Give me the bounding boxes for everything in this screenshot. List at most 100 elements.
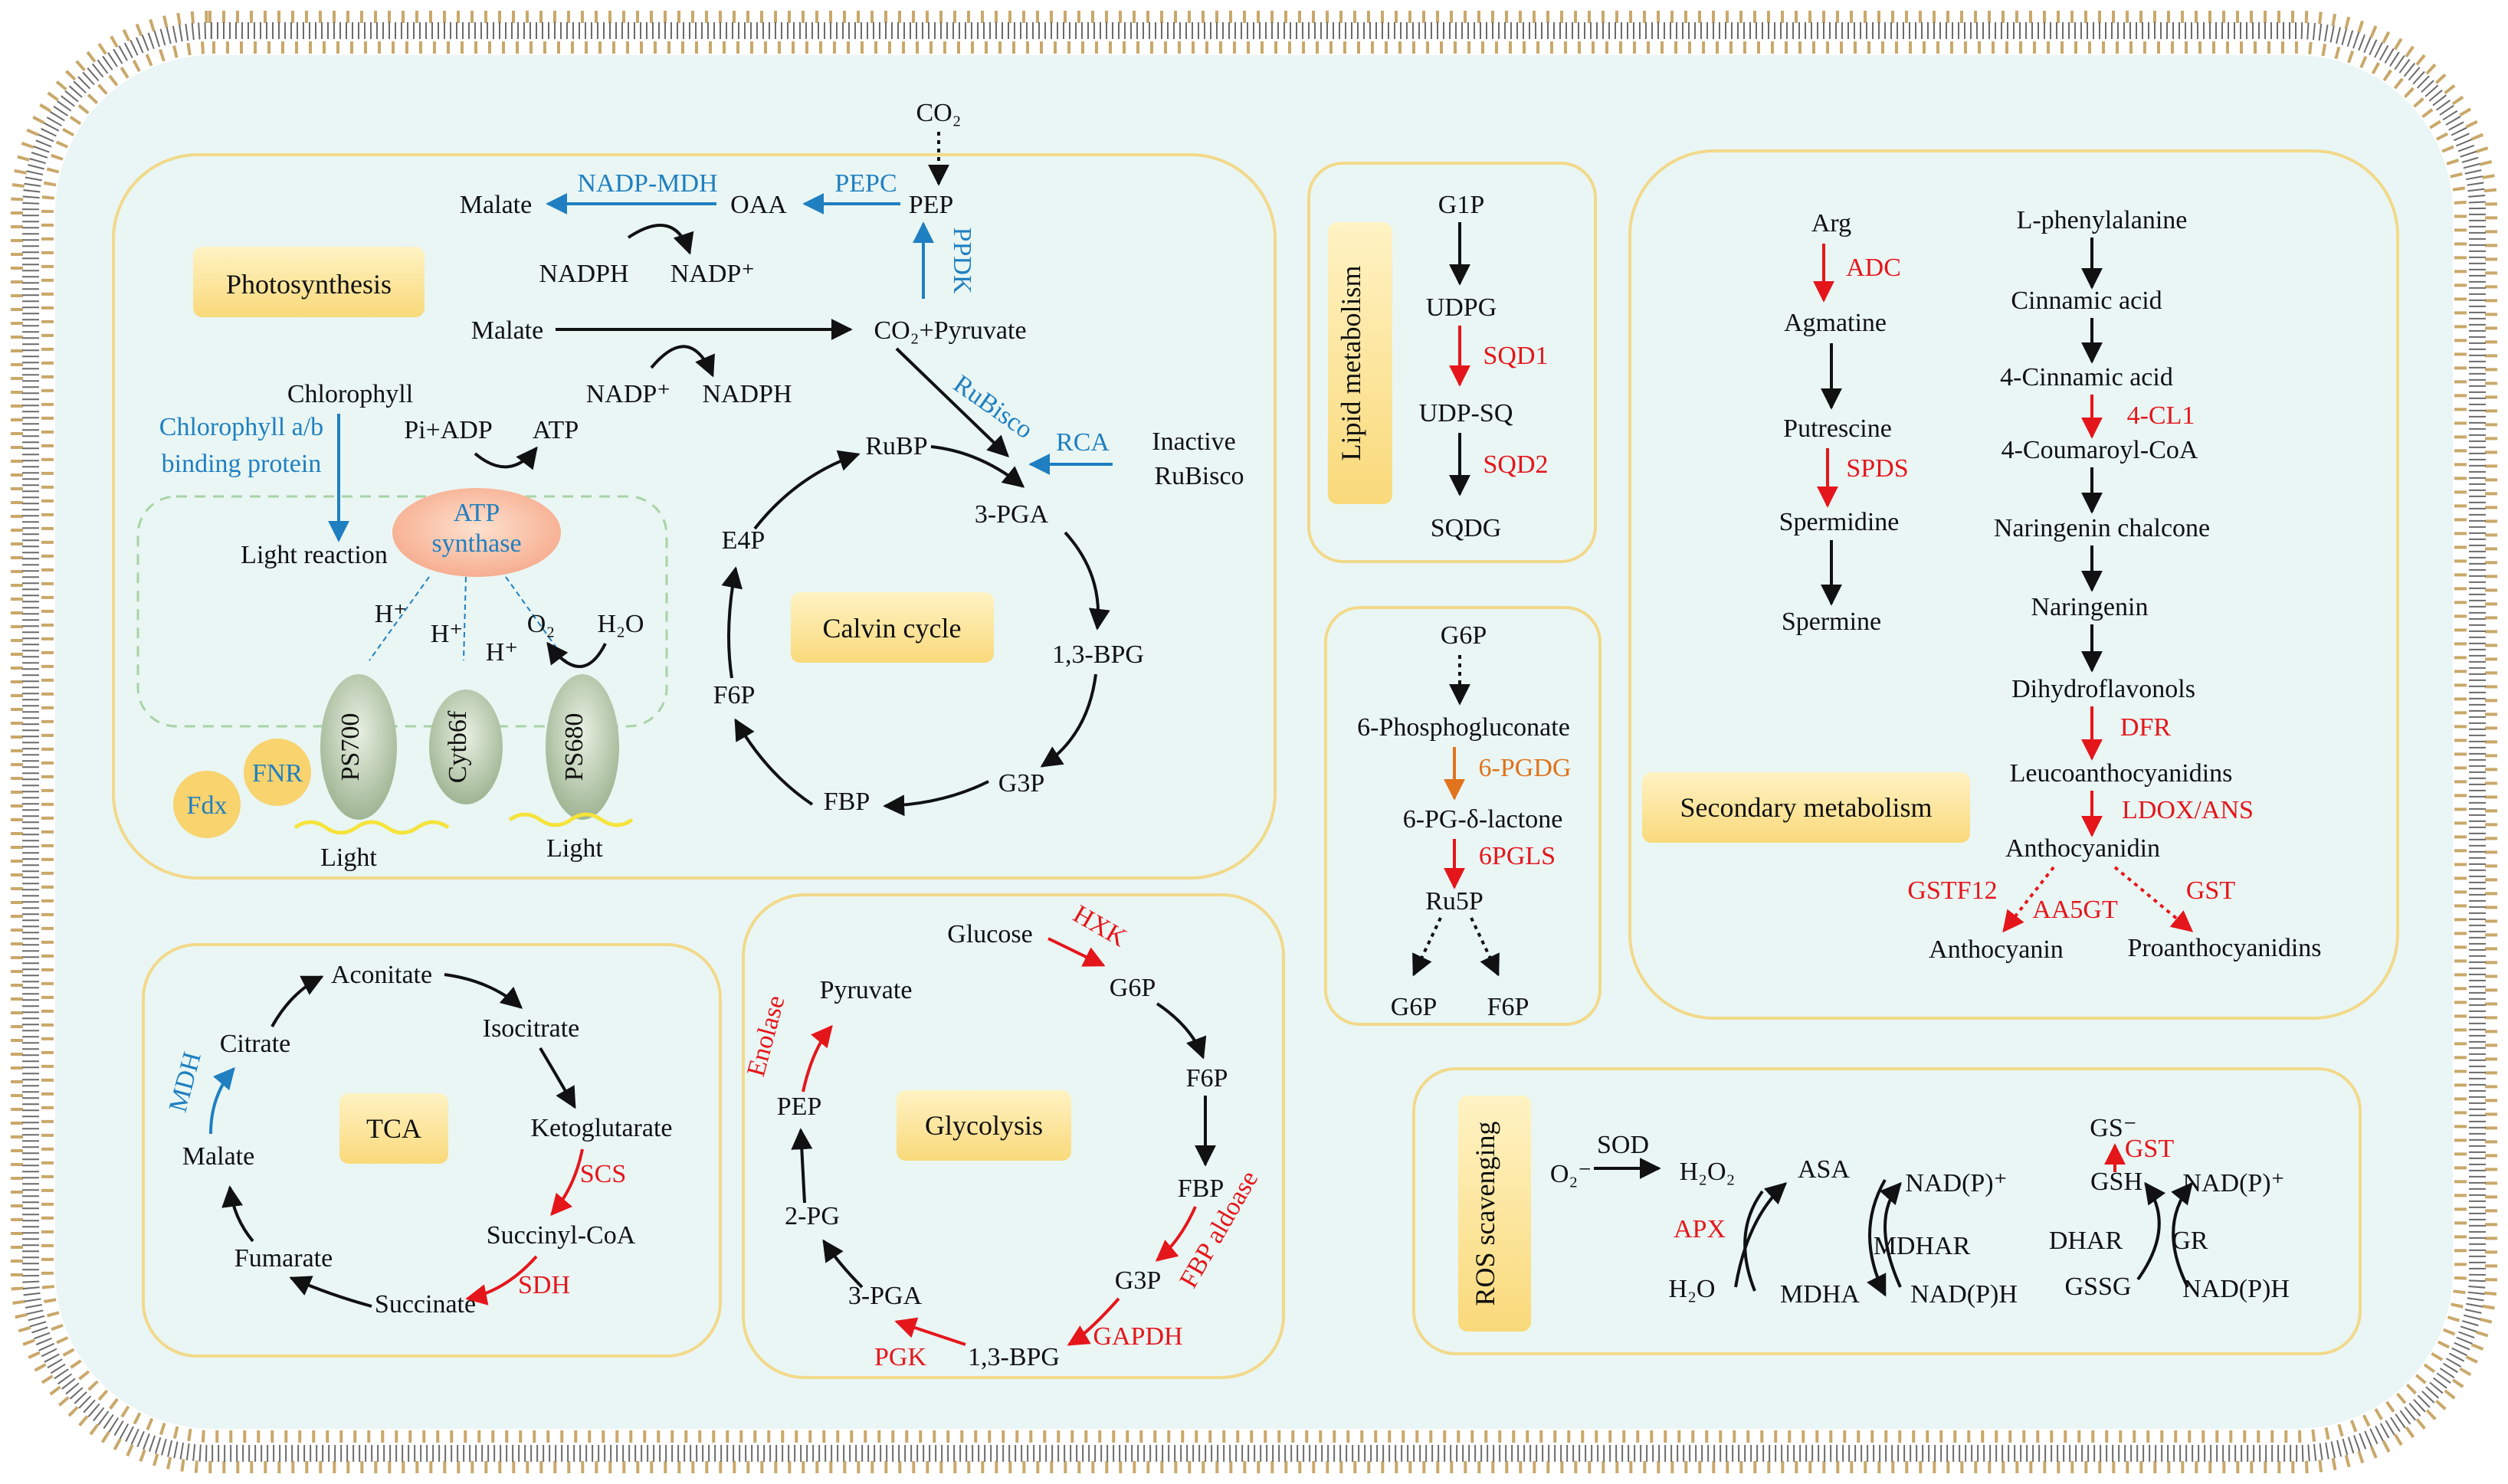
- pi-adp: Pi+ADP: [404, 416, 493, 444]
- asa: ASA: [1798, 1155, 1850, 1184]
- sod-enzyme: SOD: [1597, 1131, 1649, 1159]
- oaa-label: OAA: [730, 191, 787, 219]
- sqd2-enzyme: SQD2: [1483, 450, 1548, 479]
- sqdg-label: SQDG: [1431, 514, 1502, 542]
- g6p-out: G6P: [1391, 993, 1437, 1021]
- atp-synthase-line1: ATP: [454, 499, 500, 527]
- glycolysis-tag: [897, 1090, 1071, 1161]
- pepc-enzyme: PEPC: [834, 169, 897, 198]
- h-plus-1: H⁺: [375, 600, 408, 628]
- succinate: Succinate: [375, 1290, 476, 1319]
- phosphogluconate: 6-Phosphogluconate: [1357, 713, 1570, 742]
- atp-synthase: [392, 488, 561, 577]
- fumarate: Fumarate: [234, 1244, 333, 1273]
- light-wave-1: [293, 820, 450, 835]
- ros-panel: ROS scavenging O₂⁻ SOD H₂O₂ APX H₂O ASA …: [1412, 1067, 2362, 1355]
- spermine: Spermine: [1782, 608, 1881, 636]
- ps680-complex: [546, 674, 619, 820]
- light-label-1: Light: [320, 844, 377, 872]
- ros-title: ROS scavenging: [1470, 1122, 1500, 1306]
- light-reaction: Light reaction: [241, 541, 388, 569]
- 4cl1-enzyme: 4-CL1: [2127, 401, 2195, 430]
- atp-synthase-line2: synthase: [431, 529, 521, 558]
- gs-minus: GS⁻: [2090, 1114, 2136, 1142]
- nadph-ros-2: NAD(P)H: [2182, 1275, 2290, 1303]
- gr-enzyme: GR: [2172, 1227, 2208, 1255]
- arg: Arg: [1811, 209, 1851, 238]
- 2pg-gly: 2-PG: [785, 1202, 840, 1230]
- h2o-ros: H₂O: [1669, 1275, 1716, 1303]
- lipid-tag: [1328, 222, 1392, 504]
- leucoanthocyanidins: Leucoanthocyanidins: [2010, 759, 2233, 788]
- pgls-enzyme: 6PGLS: [1479, 842, 1556, 870]
- ldox-ans-enzyme: LDOX/ANS: [2122, 796, 2254, 824]
- co2-pyruvate: CO₂+Pyruvate: [874, 316, 1026, 345]
- gssg: GSSG: [2065, 1273, 2132, 1301]
- nadp-ros-1: NAD(P)⁺: [1905, 1169, 2007, 1197]
- scs-enzyme: SCS: [580, 1160, 627, 1188]
- nadp-ros-2: NAD(P)⁺: [2182, 1169, 2284, 1197]
- proanthocyanidins: Proanthocyanidins: [2127, 934, 2321, 962]
- atp-product: ATP: [533, 416, 579, 444]
- f6p-label: F6P: [713, 681, 756, 709]
- fdx-label: Fdx: [187, 791, 228, 820]
- f6p-out: F6P: [1487, 993, 1529, 1021]
- nadph-ros-1: NAD(P)H: [1910, 1280, 2018, 1309]
- ros-tag: [1458, 1096, 1531, 1332]
- o2-label: O₂: [527, 610, 555, 638]
- light-wave-2: [508, 812, 634, 827]
- thylakoid-box: [136, 495, 668, 728]
- tca-title: TCA: [366, 1113, 421, 1144]
- h2o2: H₂O₂: [1680, 1158, 1736, 1186]
- anthocyanidin: Anthocyanidin: [2005, 834, 2160, 863]
- gst-enzyme: GST: [2186, 876, 2235, 905]
- calvin-tag: [791, 592, 994, 663]
- photosynthesis-title: Photosynthesis: [226, 269, 392, 300]
- inactive-rubisco-2: RuBisco: [1154, 462, 1244, 490]
- pgk-enzyme: PGK: [874, 1343, 926, 1371]
- glycolysis-title: Glycolysis: [925, 1110, 1043, 1141]
- co2-top: CO₂: [916, 99, 961, 127]
- pga3-label: 3-PGA: [975, 500, 1049, 529]
- fbp-gly: FBP: [1178, 1174, 1224, 1203]
- pentose-panel: G6P 6-Phosphogluconate 6-PGDG 6-PG-δ-lac…: [1324, 606, 1602, 1026]
- ketoglutarate: Ketoglutarate: [530, 1114, 672, 1142]
- cytb6f-label: Cytb6f: [444, 710, 472, 783]
- fnr-label: FNR: [252, 759, 303, 788]
- h-plus-2: H⁺: [431, 620, 464, 648]
- adc-enzyme: ADC: [1846, 254, 1901, 282]
- nadp-2: NADP⁺: [586, 380, 671, 408]
- udpsq-label: UDP-SQ: [1419, 399, 1513, 428]
- pgdg-enzyme: 6-PGDG: [1479, 754, 1572, 782]
- malate-2: Malate: [471, 316, 543, 345]
- h2o-label: H₂O: [598, 610, 644, 638]
- bpg13-label: 1,3-BPG: [1052, 640, 1144, 669]
- calvin-title: Calvin cycle: [823, 613, 962, 644]
- light-label-2: Light: [546, 834, 603, 863]
- isocitrate: Isocitrate: [483, 1014, 580, 1043]
- udpg-label: UDPG: [1426, 293, 1497, 322]
- spds-enzyme: SPDS: [1846, 454, 1908, 483]
- tca-tag: [339, 1093, 448, 1164]
- lipid-panel: Lipid metabolism G1P UDPG SQD1 UDP-SQ SQ…: [1307, 162, 1597, 563]
- dfr-enzyme: DFR: [2120, 713, 2171, 742]
- lipid-title: Lipid metabolism: [1336, 266, 1366, 461]
- secondary-tag: [1642, 772, 1970, 843]
- dihydroflavonols: Dihydroflavonols: [2011, 675, 2195, 703]
- chl-binding-line2: binding protein: [162, 450, 322, 478]
- nadph-1: NADPH: [539, 260, 628, 288]
- g6p-gly: G6P: [1110, 974, 1156, 1002]
- sdh-enzyme: SDH: [518, 1271, 570, 1299]
- spermidine: Spermidine: [1779, 508, 1900, 536]
- 4-cinnamic-acid: 4-Cinnamic acid: [2000, 363, 2173, 391]
- ps700-complex: [320, 674, 397, 820]
- rca-enzyme: RCA: [1056, 428, 1110, 457]
- ps680-label: PS680: [560, 713, 588, 781]
- nadp-1: NADP⁺: [670, 260, 756, 288]
- citrate: Citrate: [220, 1030, 291, 1058]
- malate-1: Malate: [460, 191, 532, 219]
- bpg-gly: 1,3-BPG: [968, 1343, 1060, 1371]
- secondary-title: Secondary metabolism: [1680, 792, 1933, 823]
- photosynthesis-tag: [193, 247, 425, 317]
